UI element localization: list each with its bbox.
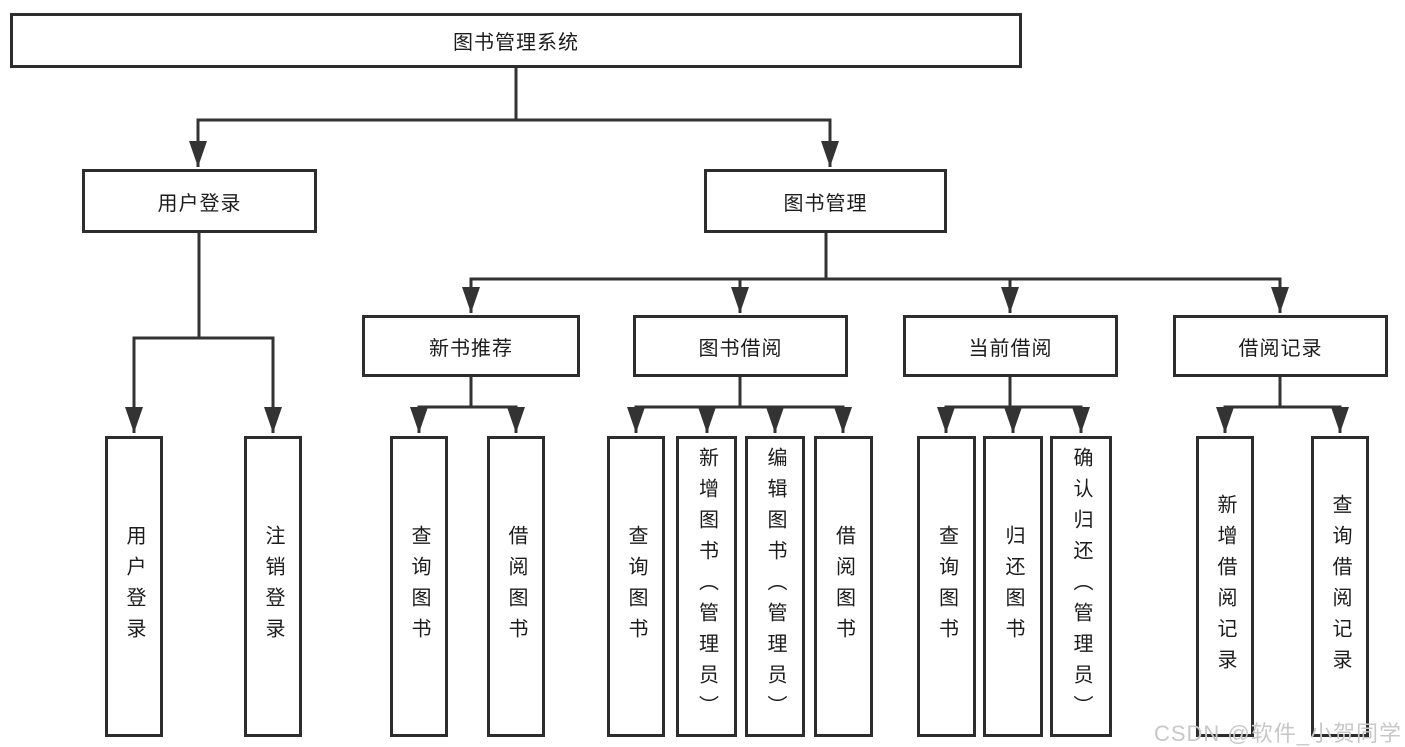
node-borrow-books-action: 借阅图书 bbox=[814, 436, 873, 737]
node-borrow-books-recommend: 借阅图书 bbox=[487, 436, 545, 737]
node-edit-books-admin: 编辑图书（管理员） bbox=[745, 436, 805, 737]
node-new-book-recommend: 新书推荐 bbox=[362, 315, 580, 377]
node-query-books-recommend: 查询图书 bbox=[390, 436, 448, 737]
node-user-login-action: 用户登录 bbox=[105, 436, 163, 737]
node-query-books-borrow: 查询图书 bbox=[607, 436, 665, 737]
node-current-borrow: 当前借阅 bbox=[903, 315, 1118, 377]
node-borrow-records: 借阅记录 bbox=[1173, 315, 1388, 377]
node-query-borrow-record: 查询借阅记录 bbox=[1311, 436, 1369, 737]
csdn-watermark: CSDN @软件_小贺同学 bbox=[1153, 721, 1402, 746]
node-library-system: 图书管理系统 bbox=[10, 13, 1022, 68]
node-book-management: 图书管理 bbox=[704, 169, 947, 233]
node-add-books-admin: 新增图书（管理员） bbox=[676, 436, 737, 737]
node-add-borrow-record: 新增借阅记录 bbox=[1196, 436, 1254, 737]
node-confirm-return-admin: 确认归还（管理员） bbox=[1050, 436, 1112, 737]
node-query-books-current: 查询图书 bbox=[917, 436, 976, 737]
node-user-login: 用户登录 bbox=[82, 169, 317, 233]
node-return-books: 归还图书 bbox=[983, 436, 1043, 737]
node-book-borrow: 图书借阅 bbox=[633, 315, 848, 377]
node-logout-action: 注销登录 bbox=[244, 436, 302, 737]
